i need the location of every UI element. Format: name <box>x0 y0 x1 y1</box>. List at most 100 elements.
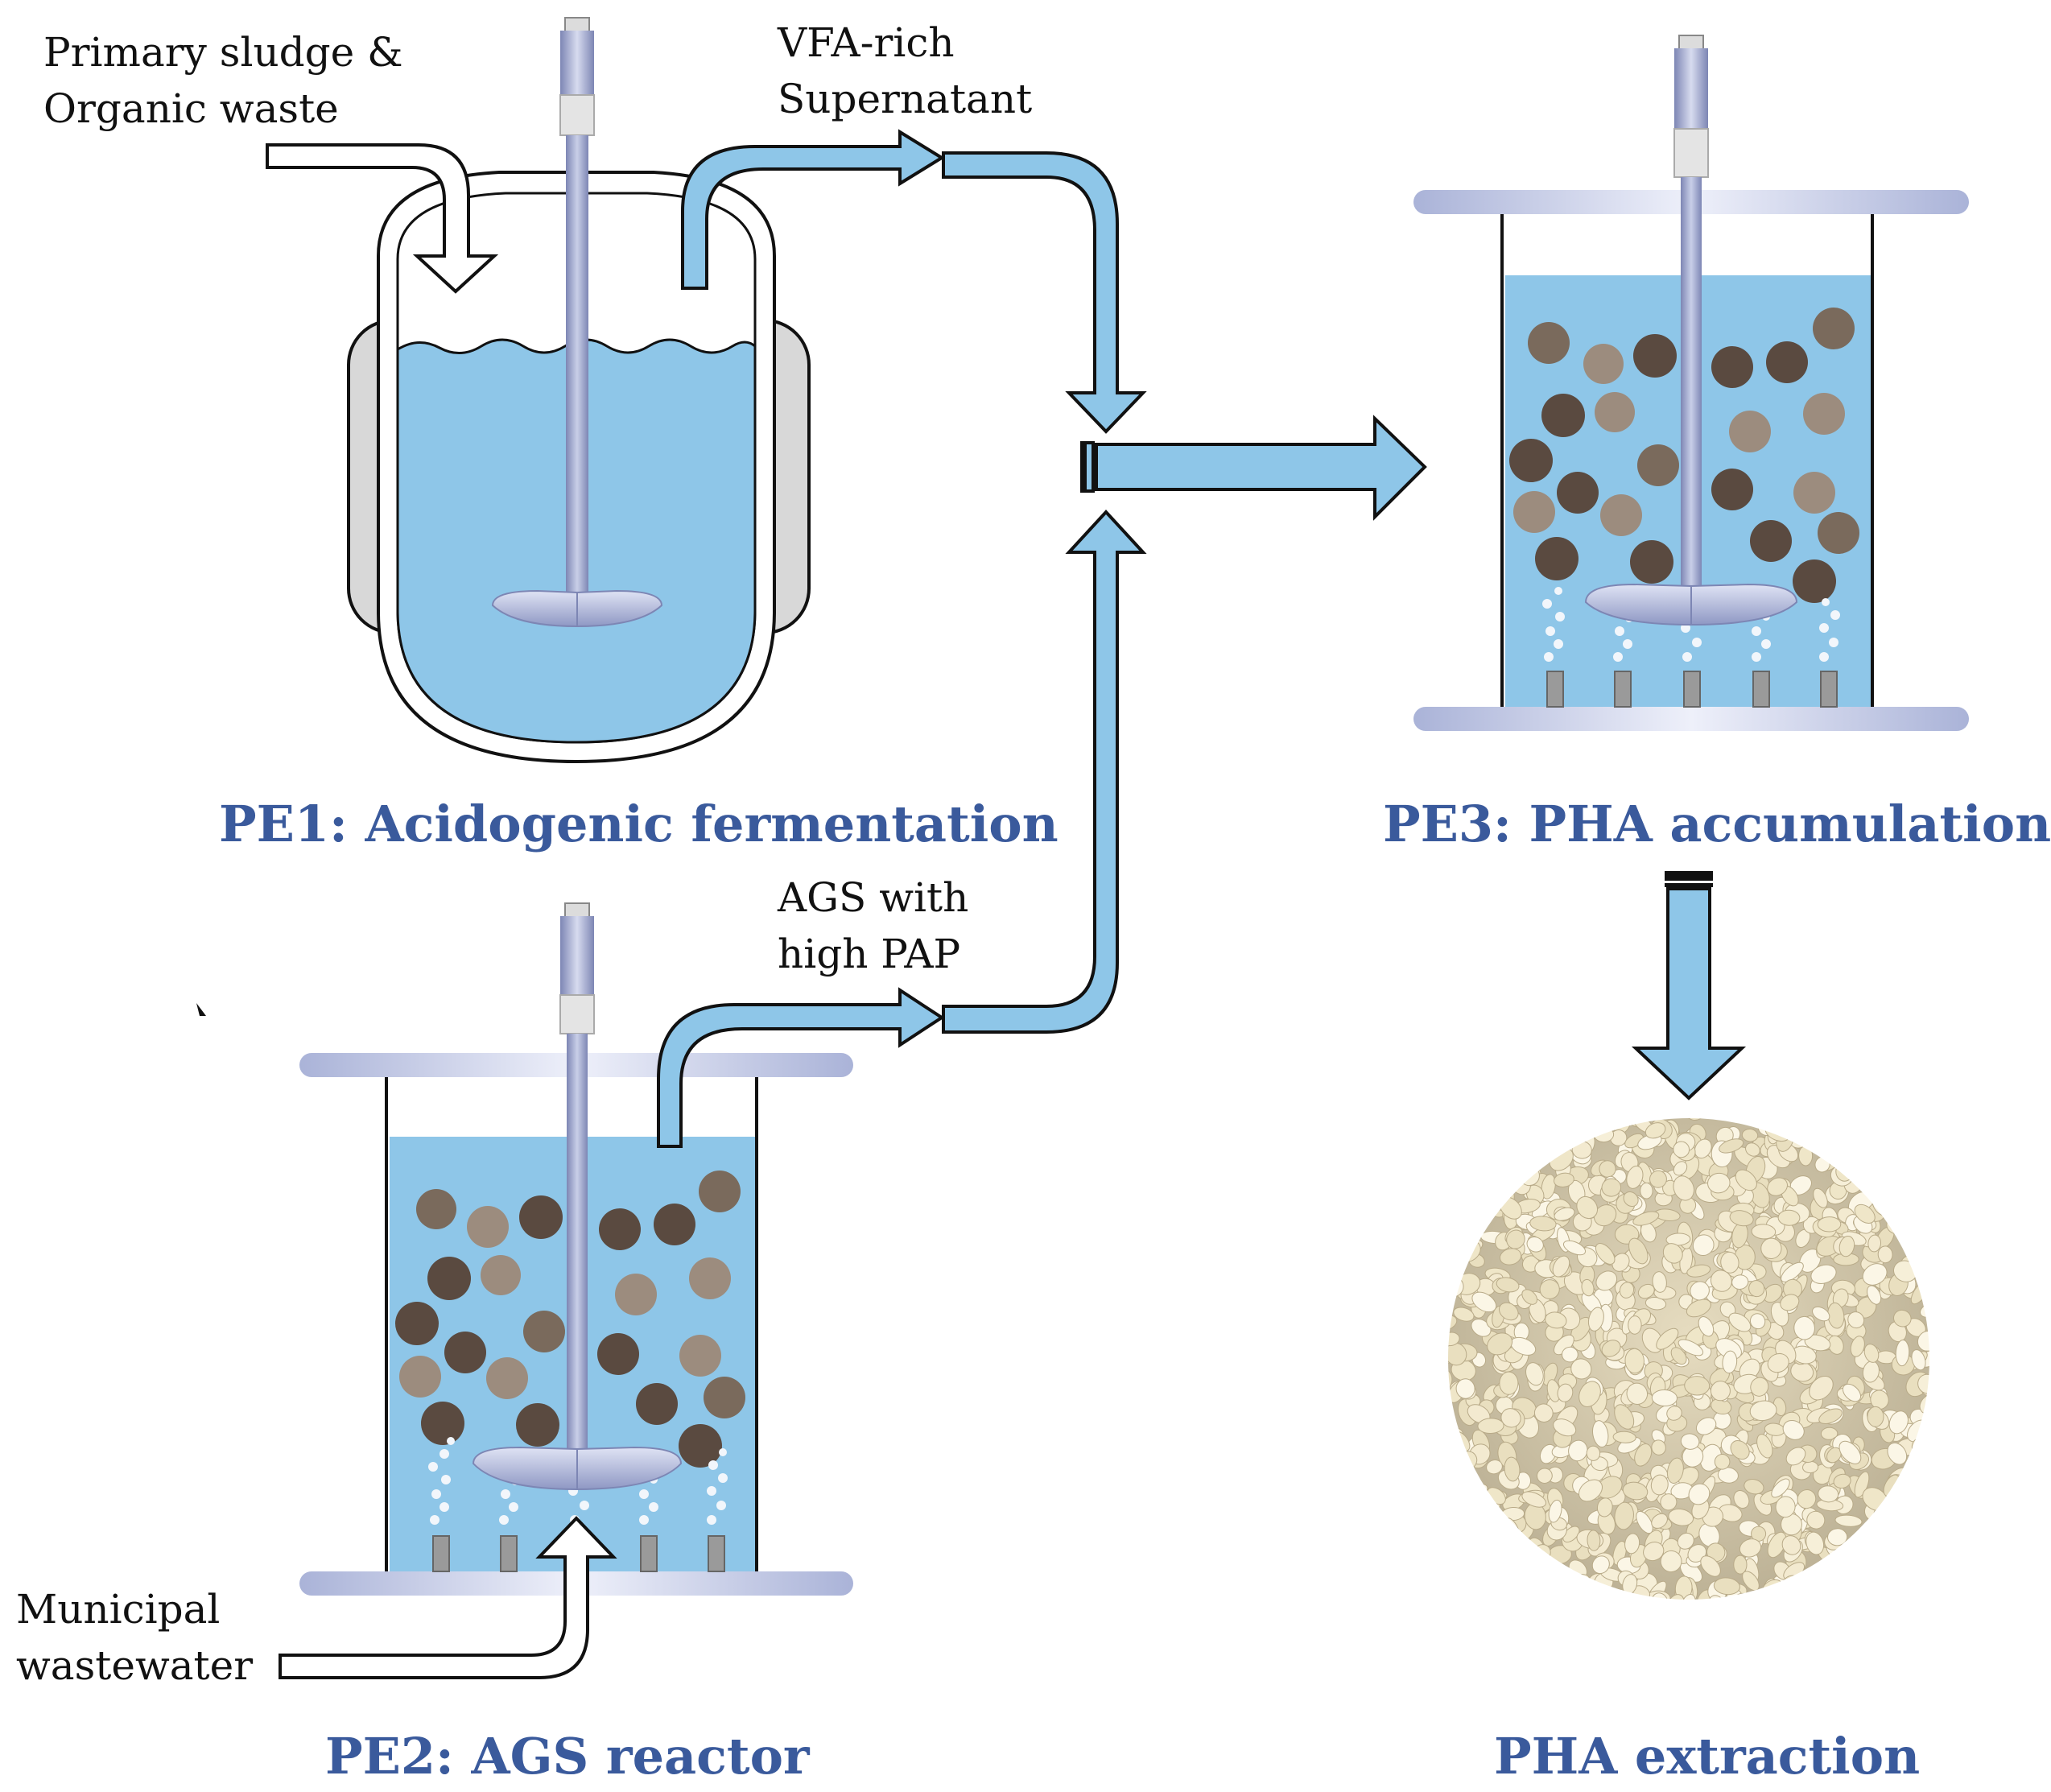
ags-pipe-arrow <box>942 510 1147 1034</box>
pellet <box>1665 1594 1685 1600</box>
pellet <box>1593 1126 1615 1143</box>
pellet <box>1835 1161 1854 1182</box>
pellet <box>1756 1434 1773 1459</box>
pe3-title: PE3: PHA accumulation <box>1383 795 2051 853</box>
pellet <box>1576 1195 1599 1220</box>
pellet <box>1645 1122 1666 1139</box>
pellet <box>1917 1373 1930 1394</box>
pellet <box>1652 1271 1667 1293</box>
stray-mark <box>196 1003 206 1016</box>
pellet <box>1626 1165 1644 1189</box>
pellet <box>1455 1378 1475 1399</box>
pellet <box>1749 1400 1777 1422</box>
pellet <box>1640 1182 1653 1199</box>
pellet <box>1728 1312 1752 1332</box>
pellet <box>1660 1550 1682 1573</box>
pellet <box>1636 1510 1653 1534</box>
pellet <box>1854 1471 1870 1498</box>
pe3-granules <box>1509 308 1859 603</box>
pellet <box>1713 1577 1740 1596</box>
pellet <box>1447 1332 1460 1347</box>
pellet <box>1557 1383 1574 1402</box>
pellet <box>1895 1340 1910 1367</box>
pellet <box>1818 1408 1843 1424</box>
pellet <box>1729 1210 1754 1227</box>
pellet <box>1810 1264 1837 1284</box>
pellet <box>1614 1404 1635 1430</box>
pellet <box>1780 1294 1800 1311</box>
pellet <box>1692 1234 1715 1257</box>
pellet <box>1554 1172 1574 1187</box>
pellet <box>1781 1261 1804 1282</box>
pellet <box>1735 1169 1757 1191</box>
pellet <box>1686 1264 1711 1278</box>
pellet <box>1710 1381 1731 1402</box>
pellet <box>1695 1417 1717 1435</box>
pellet <box>1624 1533 1640 1555</box>
pellet <box>1591 1555 1610 1575</box>
vfa-label: VFA-rich Supernatant <box>778 19 1033 122</box>
pellet <box>1662 1243 1683 1264</box>
pellet <box>1539 1443 1557 1464</box>
pellet <box>1777 1209 1801 1226</box>
pellet <box>1710 1270 1732 1292</box>
pellet <box>1539 1279 1560 1299</box>
pellet <box>1651 1389 1678 1407</box>
pellet <box>1731 1274 1749 1290</box>
pellet <box>1477 1418 1504 1435</box>
pellet <box>1624 1348 1645 1374</box>
pellet <box>1805 1531 1825 1555</box>
wastewater-label: Municipal wastewater <box>16 1586 254 1689</box>
pellet <box>1499 1248 1522 1266</box>
pellet <box>1673 1161 1688 1176</box>
pellet <box>1793 1315 1815 1340</box>
pellet <box>1453 1307 1475 1322</box>
pellet <box>1656 1327 1679 1350</box>
pellet <box>1666 1406 1682 1421</box>
pellet <box>1917 1330 1930 1352</box>
pellet <box>1813 1187 1828 1208</box>
pellet <box>1775 1496 1796 1518</box>
pellet <box>1665 1233 1691 1246</box>
pellet <box>1812 1306 1830 1322</box>
pellet <box>1730 1440 1750 1460</box>
pellet <box>1668 1508 1694 1526</box>
pellet <box>1720 1251 1739 1274</box>
pellet <box>1649 1170 1667 1188</box>
pellet <box>1552 1255 1570 1278</box>
pellet <box>1533 1403 1554 1422</box>
pellet <box>1797 1489 1817 1509</box>
pellet <box>1870 1389 1889 1410</box>
pellet <box>1496 1277 1520 1293</box>
pellet <box>1660 1493 1678 1511</box>
pellet <box>1690 1281 1710 1301</box>
pellet <box>1553 1418 1577 1437</box>
pellet <box>1595 1270 1618 1291</box>
pellet <box>1833 1473 1851 1489</box>
pellet <box>1628 1237 1649 1265</box>
pellet <box>1867 1406 1884 1427</box>
pellet <box>1854 1204 1876 1224</box>
pellet <box>1578 1381 1601 1407</box>
pellet <box>1771 1478 1790 1498</box>
pellet <box>1651 1513 1668 1529</box>
pellet <box>1686 1299 1711 1318</box>
process-diagram <box>196 17 1969 1679</box>
pellet <box>1842 1383 1862 1402</box>
pellet <box>1623 1191 1639 1208</box>
pellet <box>1748 1280 1765 1298</box>
pellet <box>1586 1445 1601 1461</box>
pellet <box>1548 1499 1562 1523</box>
pellet <box>1733 1490 1750 1509</box>
ags-stirrer <box>472 902 683 1491</box>
pellet <box>1688 1483 1711 1505</box>
pellet <box>1678 1339 1704 1356</box>
pellet <box>1601 1340 1621 1357</box>
pellet <box>1447 1368 1453 1393</box>
pellet <box>1673 1175 1694 1201</box>
pellet <box>1847 1311 1865 1329</box>
pellet <box>1867 1234 1882 1253</box>
pellet <box>1741 1128 1759 1142</box>
pellet <box>1570 1358 1592 1380</box>
pe2-title: PE2: AGS reactor <box>325 1727 810 1786</box>
